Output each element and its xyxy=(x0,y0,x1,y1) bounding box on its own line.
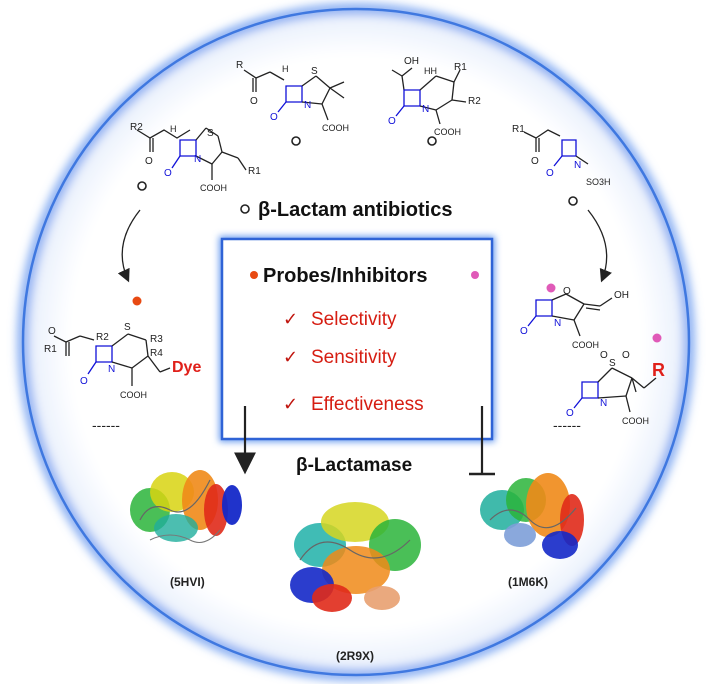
sulf-s-label: S xyxy=(609,358,616,369)
pen-r-label: R xyxy=(236,60,243,71)
pen-cooh-label: COOH xyxy=(322,123,349,133)
sulf-r-label: R xyxy=(652,360,665,380)
dye-s-label: S xyxy=(124,322,131,333)
mono-o-label: O xyxy=(531,156,539,167)
carb-oh-label: OH xyxy=(404,56,419,67)
antibiotic-bullet xyxy=(240,204,250,214)
pen-o-label: O xyxy=(250,96,258,107)
probe-dot-left xyxy=(132,296,142,306)
clavulanate-structure xyxy=(527,293,613,337)
protein-ribbon-5hvi xyxy=(130,470,242,543)
carb-r2-label: R2 xyxy=(468,96,481,107)
mono-carbonyl-o: O xyxy=(546,168,554,179)
feature-sensitivity: Sensitivity xyxy=(311,347,397,368)
dye-label: Dye xyxy=(172,359,201,376)
dye-r4-label: R4 xyxy=(150,348,163,359)
right-continuation-dashes: ------ xyxy=(553,417,581,433)
dye-r2-label: R2 xyxy=(96,332,109,343)
ceph-carbonyl-o: O xyxy=(164,168,172,179)
protein-ribbon-2r9x xyxy=(290,502,421,612)
pen-s-label: S xyxy=(311,66,318,77)
left-curve-arrow xyxy=(117,209,141,283)
enzyme-label: β-Lactamase xyxy=(296,455,412,476)
inhibitor-dot-center xyxy=(471,271,479,279)
mono-n-label: N xyxy=(574,160,581,171)
carb-n-label: N xyxy=(422,104,429,115)
check-icon: ✓ xyxy=(283,347,298,368)
inhibitor-dot-right-top xyxy=(546,283,556,293)
clav-o-ring-label: O xyxy=(563,286,571,297)
dye-cooh-label: COOH xyxy=(120,390,147,400)
sulf-o1-label: O xyxy=(600,350,608,361)
protein-ribbon-1m6k xyxy=(480,473,584,559)
pdb-label-1m6k: (1M6K) xyxy=(508,575,548,589)
ceph-n-label: N xyxy=(194,154,201,165)
mono-bullet xyxy=(568,196,578,206)
pen-bullet xyxy=(291,136,301,146)
mono-so3h-label: SO3H xyxy=(586,177,611,187)
sulf-carbonyl-o: O xyxy=(566,408,574,419)
feature-selectivity: Selectivity xyxy=(311,309,397,330)
check-icon: ✓ xyxy=(283,394,298,415)
cephalosporin-structure xyxy=(136,127,247,180)
dye-probe-structure xyxy=(53,333,171,386)
clav-cooh-label: COOH xyxy=(572,340,599,350)
left-continuation-dashes: ------ xyxy=(92,417,120,433)
probe-dot-center xyxy=(250,271,258,279)
pdb-label-5hvi: (5HVI) xyxy=(170,575,205,589)
sulf-n-label: N xyxy=(600,398,607,409)
right-curve-arrow xyxy=(587,209,612,283)
sulfone-inhibitor-structure xyxy=(573,367,657,413)
clav-carbonyl-o: O xyxy=(520,326,528,337)
carb-carbonyl-o: O xyxy=(388,116,396,127)
sulf-o2-label: O xyxy=(622,350,630,361)
ceph-o-label: O xyxy=(145,156,153,167)
ceph-h-label: H xyxy=(170,124,177,134)
sulf-cooh-label: COOH xyxy=(622,416,649,426)
pen-n-label: N xyxy=(304,100,311,111)
ceph-cooh-label: COOH xyxy=(200,183,227,193)
carb-hh-label: HH xyxy=(424,66,437,76)
center-box xyxy=(219,236,495,442)
dye-r3-label: R3 xyxy=(150,334,163,345)
carb-bullet xyxy=(427,136,437,146)
dye-n-label: N xyxy=(108,364,115,375)
inhibitor-dot-right-bottom xyxy=(652,333,662,343)
dye-o-label: O xyxy=(48,326,56,337)
dye-carbonyl-o: O xyxy=(80,376,88,387)
antibiotics-label: β-Lactam antibiotics xyxy=(258,199,452,221)
carbapenem-structure xyxy=(391,67,467,125)
pdb-label-2r9x: (2R9X) xyxy=(336,649,374,663)
feature-effectiveness: Effectiveness xyxy=(311,394,424,415)
penicillin-structure xyxy=(243,69,345,121)
ceph-r2-label: R2 xyxy=(130,122,143,133)
clav-n-label: N xyxy=(554,318,561,329)
check-icon: ✓ xyxy=(283,309,298,330)
pen-h-label: H xyxy=(282,64,289,74)
ceph-bullet xyxy=(137,181,147,191)
dye-r1-label: R1 xyxy=(44,344,57,355)
probes-heading: Probes/Inhibitors xyxy=(263,265,427,287)
mono-r1-label: R1 xyxy=(512,124,525,135)
inhibition-bar xyxy=(469,406,495,476)
clav-oh-label: OH xyxy=(614,290,629,301)
pen-carbonyl-o: O xyxy=(270,112,278,123)
monobactam-structure xyxy=(523,129,589,167)
carb-r1-label: R1 xyxy=(454,62,467,73)
carb-cooh-label: COOH xyxy=(434,127,461,137)
ceph-s-label: S xyxy=(207,128,214,139)
ceph-r1-label: R1 xyxy=(248,166,261,177)
